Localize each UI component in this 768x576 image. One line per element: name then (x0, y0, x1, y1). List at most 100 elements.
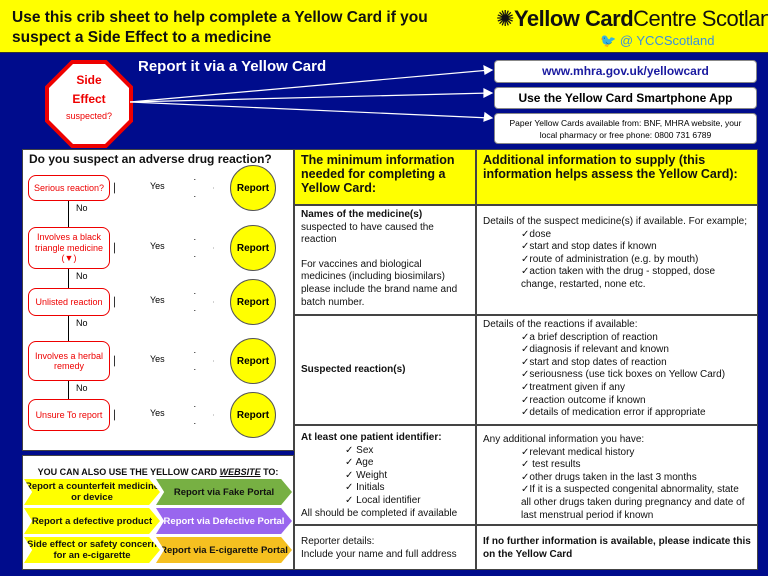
twitter-handle[interactable]: 🐦 @ YCCScotland (600, 33, 714, 49)
portal-button[interactable]: Report via Defective Portal (156, 508, 292, 534)
flow-title: Do you suspect an adverse drug reaction? (29, 152, 272, 166)
side-effect-sign: Side Effect suspected? (49, 64, 129, 144)
website-panel: YOU CAN ALSO USE THE YELLOW CARD WEBSITE… (22, 455, 294, 570)
list-item: ✓dose (521, 228, 552, 240)
row2-col2: Details of the reactions if available: ✓… (476, 315, 758, 425)
page-title: Use this crib sheet to help complete a Y… (12, 9, 428, 46)
list-item: ✓seriousness (use tick boxes on Yellow C… (521, 369, 726, 381)
row4-col2: If no further information is available, … (476, 525, 758, 570)
flow-step: Unlisted reaction (28, 288, 110, 316)
website-option-desc: Report a counterfeit medicine or device (24, 479, 160, 505)
twitter-bird-icon: 🐦 (600, 33, 620, 48)
row1-col1: Names of the medicine(s) suspected to ha… (294, 205, 476, 315)
arrow-paper (130, 101, 491, 119)
row3-list: ✓relevant medical history✓ test results✓… (483, 447, 751, 523)
down-arrow-icon (68, 381, 69, 399)
yes-label: Yes (150, 181, 165, 191)
medicine-names-text: suspected to have caused the reaction (301, 221, 434, 246)
flow-step: Involves a black triangle medicine (▼) (28, 227, 110, 269)
list-item: ✓ Sex (345, 444, 374, 456)
website-title-pre: YOU CAN ALSO USE THE YELLOW CARD (37, 467, 220, 477)
list-item: ✓a brief description of reaction (521, 331, 658, 343)
list-item: ✓reaction outcome if known (521, 394, 646, 406)
identifier-list: ✓ Sex✓ Age✓ Weight✓ Initials✓ Local iden… (301, 445, 469, 508)
website-title-post: TO: (260, 467, 279, 477)
logo-light: Centre Scotland (633, 6, 768, 31)
smartphone-app-button[interactable]: Use the Yellow Card Smartphone App (494, 87, 757, 109)
reporter-details-label: Reporter details: (301, 536, 375, 547)
sun-logo-icon: ✺ (496, 6, 514, 31)
row2-col1: Suspected reaction(s) (294, 315, 476, 425)
website-option-desc: Report a defective product (24, 508, 160, 534)
yes-label: Yes (150, 295, 165, 305)
sign-line1: Side (76, 73, 102, 87)
row3-col1: At least one patient identifier: ✓ Sex✓ … (294, 425, 476, 525)
no-label: No (76, 318, 88, 328)
down-arrow-icon (68, 269, 69, 288)
arrows-graphic (130, 64, 494, 122)
report-circle: Report (230, 338, 276, 384)
arrow-website (130, 69, 491, 103)
row3-intro: Any additional information you have: (483, 434, 645, 445)
portal-button[interactable]: Report via Fake Portal (156, 479, 292, 505)
yes-label: Yes (150, 408, 165, 418)
list-item: ✓ Weight (345, 469, 388, 481)
website-title: YOU CAN ALSO USE THE YELLOW CARD WEBSITE… (23, 466, 293, 479)
list-item: ✓If it is a suspected congenital abnorma… (521, 484, 745, 521)
sign-line2: Effect (72, 92, 106, 106)
yes-label: Yes (150, 354, 165, 364)
report-circle: Report (230, 165, 276, 211)
crib-table: Do you suspect an adverse drug reaction?… (22, 149, 758, 570)
flow-step: Involves a herbal remedy (28, 341, 110, 381)
list-item: ✓start and stop dates of reaction (521, 356, 667, 368)
list-item: ✓route of administration (e.g. by mouth) (521, 253, 699, 265)
list-item: ✓start and stop dates if known (521, 241, 657, 253)
row2-intro: Details of the reactions if available: (483, 319, 638, 330)
row1-intro: Details of the suspect medicine(s) if av… (483, 216, 748, 227)
list-item: ✓details of medication error if appropri… (521, 407, 706, 419)
col2-header: Additional information to supply (this i… (476, 149, 758, 205)
row2-list: ✓a brief description of reaction✓diagnos… (483, 332, 751, 420)
website-link[interactable]: www.mhra.gov.uk/yellowcard (494, 60, 757, 83)
logo: ✺Yellow CardCentre Scotland (496, 6, 768, 32)
row3-col2: Any additional information you have: ✓re… (476, 425, 758, 525)
website-title-em: WEBSITE (219, 467, 261, 477)
row1-col2: Details of the suspect medicine(s) if av… (476, 205, 758, 315)
sign-line3: suspected? (65, 111, 113, 121)
divider (22, 451, 294, 455)
flow-step: Serious reaction? (28, 175, 110, 201)
row1-list: ✓dose✓start and stop dates if known✓rout… (483, 229, 751, 292)
reporter-details-text: Include your name and full address (301, 548, 457, 560)
yes-label: Yes (150, 241, 165, 251)
patient-identifier-label: At least one patient identifier: (301, 432, 442, 443)
website-option-desc: Side effect or safety concern for an e-c… (24, 537, 160, 563)
suspected-reactions-label: Suspected reaction(s) (301, 363, 406, 375)
arrow-app (130, 92, 491, 103)
list-item: ✓action taken with the drug - stopped, d… (521, 266, 716, 290)
medicine-names-label: Names of the medicine(s) (301, 209, 423, 220)
no-label: No (76, 383, 88, 393)
row4-col1: Reporter details: Include your name and … (294, 525, 476, 570)
list-item: ✓ test results (521, 459, 581, 471)
flow-step: Unsure To report (28, 399, 110, 431)
header-banner: Use this crib sheet to help complete a Y… (0, 0, 768, 53)
list-item: ✓other drugs taken in the last 3 months (521, 471, 697, 483)
list-item: ✓ Initials (345, 482, 385, 494)
report-circle: Report (230, 392, 276, 438)
list-item: ✓diagnosis if relevant and known (521, 344, 669, 356)
no-label: No (76, 271, 88, 281)
identifier-footnote: All should be completed if available (301, 507, 458, 519)
down-arrow-icon (68, 201, 69, 227)
report-title: Report it via a Yellow Card (138, 58, 327, 75)
list-item: ✓ Age (345, 457, 374, 469)
logo-bold: Yellow Card (513, 6, 634, 31)
report-circle: Report (230, 225, 276, 271)
paper-cards-info: Paper Yellow Cards available from: BNF, … (494, 113, 757, 144)
list-item: ✓ Local identifier (345, 494, 421, 506)
list-item: ✓relevant medical history (521, 446, 635, 458)
twitter-text: @ YCCScotland (619, 33, 715, 48)
flow-panel: Do you suspect an adverse drug reaction? (22, 149, 294, 451)
portal-button[interactable]: Report via E-cigarette Portal (156, 537, 292, 563)
vaccines-text: For vaccines and biological medicines (i… (301, 258, 458, 308)
down-arrow-icon (68, 316, 69, 341)
